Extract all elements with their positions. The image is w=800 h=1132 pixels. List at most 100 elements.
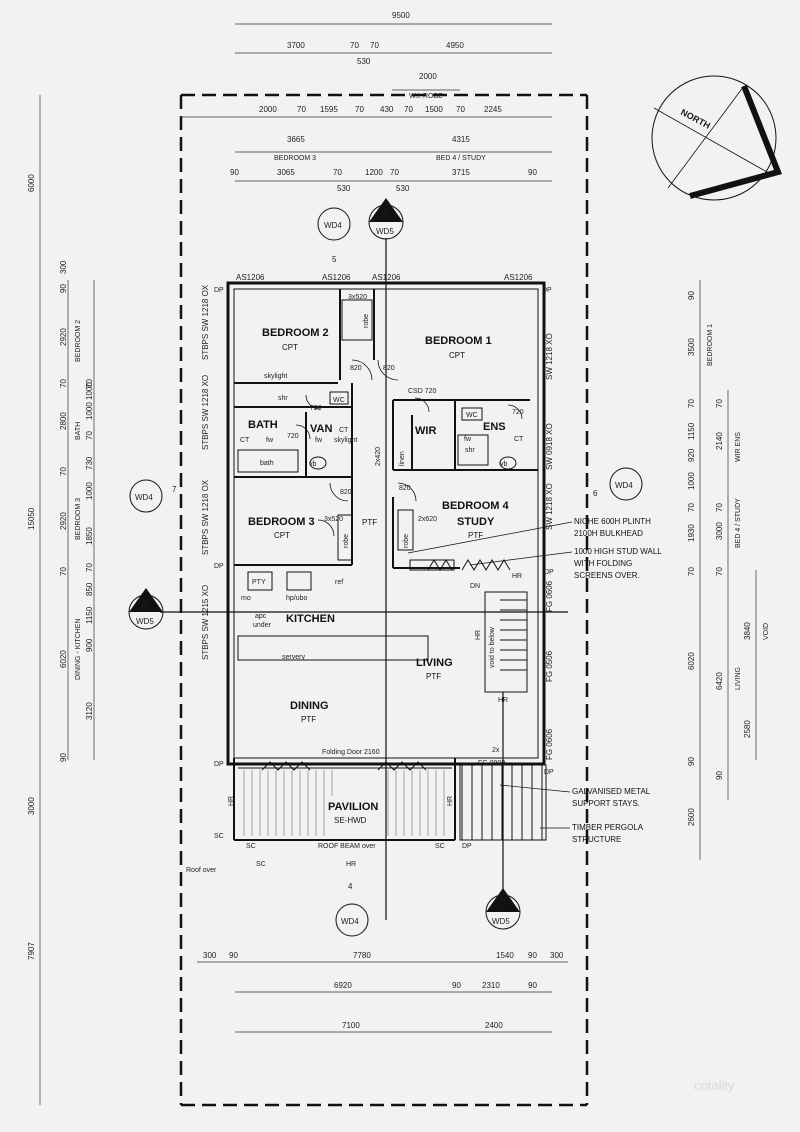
svg-text:FG 0506: FG 0506: [545, 650, 554, 682]
svg-text:70: 70: [350, 41, 359, 50]
svg-text:1000: 1000: [687, 472, 696, 490]
svg-text:DP: DP: [462, 843, 472, 850]
svg-text:ref: ref: [335, 579, 343, 586]
dining-label: DINING: [290, 700, 329, 712]
svg-text:300: 300: [550, 951, 564, 960]
svg-text:1540: 1540: [496, 951, 514, 960]
svg-text:skylight: skylight: [334, 437, 357, 444]
svg-text:HR: HR: [512, 573, 522, 580]
svg-text:SCREENS OVER.: SCREENS OVER.: [574, 571, 640, 580]
svg-text:15050: 15050: [27, 507, 36, 530]
svg-text:SW 0918 XO: SW 0918 XO: [545, 423, 554, 470]
svg-text:BED 4 / STUDY: BED 4 / STUDY: [735, 498, 742, 548]
marker-wd4-right: WD4 6: [593, 467, 643, 501]
window-labels-top: AS1206 AS1206 AS1206 AS1206: [236, 273, 533, 282]
svg-text:300: 300: [203, 951, 217, 960]
wir-label: WIR: [415, 425, 436, 437]
svg-text:6: 6: [593, 489, 598, 498]
notes: NICHE 600H PLINTH 2100H BULKHEAD 1000 HI…: [572, 517, 662, 844]
svg-text:6020: 6020: [59, 650, 68, 668]
svg-text:LIVING: LIVING: [735, 667, 742, 690]
svg-text:BED 4 / STUDY: BED 4 / STUDY: [436, 155, 486, 162]
svg-text:4950: 4950: [446, 41, 464, 50]
interior-walls: [233, 289, 538, 841]
svg-text:9500: 9500: [392, 11, 410, 20]
svg-text:90: 90: [59, 753, 68, 762]
svg-text:70: 70: [687, 567, 696, 576]
svg-text:vb: vb: [500, 461, 508, 468]
svg-text:2245: 2245: [484, 105, 502, 114]
svg-text:2920: 2920: [59, 328, 68, 346]
svg-text:850: 850: [85, 582, 94, 596]
svg-text:A: A: [141, 599, 149, 611]
svg-text:70: 70: [297, 105, 306, 114]
svg-text:2000: 2000: [419, 72, 437, 81]
section-line: [160, 238, 568, 920]
svg-text:fw: fw: [266, 437, 274, 444]
svg-text:2x620: 2x620: [418, 516, 437, 523]
svg-text:vb: vb: [309, 461, 317, 468]
svg-text:530: 530: [337, 184, 351, 193]
svg-text:7907: 7907: [27, 942, 36, 960]
watermark: cotality: [694, 1078, 735, 1093]
svg-text:2100H BULKHEAD: 2100H BULKHEAD: [574, 529, 643, 538]
svg-text:820: 820: [340, 489, 352, 496]
svg-text:VOID: VOID: [763, 623, 770, 640]
svg-text:70: 70: [456, 105, 465, 114]
svg-text:TIMBER PERGOLA: TIMBER PERGOLA: [572, 823, 644, 832]
svg-text:AS1206: AS1206: [504, 273, 533, 282]
svg-text:70: 70: [355, 105, 364, 114]
bedroom4-label: BEDROOM 4: [442, 500, 510, 512]
living-floor: PTF: [426, 672, 441, 681]
marker-wd4-bottom: WD4 4: [335, 882, 369, 937]
svg-text:FG 0606: FG 0606: [545, 728, 554, 760]
svg-text:6020: 6020: [687, 652, 696, 670]
svg-text:DP: DP: [544, 769, 554, 776]
svg-text:SUPPORT STAYS.: SUPPORT STAYS.: [572, 799, 640, 808]
svg-text:820: 820: [383, 365, 395, 372]
svg-text:1850: 1850: [85, 527, 94, 545]
svg-text:70: 70: [59, 467, 68, 476]
van-label: VAN: [310, 423, 332, 435]
svg-text:70: 70: [404, 105, 413, 114]
marker-wd4-top: WD4 5: [317, 207, 351, 264]
bottom-dim-labels: 300 90 7780 1540 90 300 6920 90 2310 90 …: [203, 951, 564, 1030]
svg-text:HR: HR: [346, 861, 356, 868]
bottom-dimensions: [197, 961, 568, 1033]
svg-text:70: 70: [390, 168, 399, 177]
svg-text:1000 HIGH STUD WALL: 1000 HIGH STUD WALL: [574, 547, 662, 556]
svg-text:6420: 6420: [715, 672, 724, 690]
svg-text:bath: bath: [260, 460, 274, 467]
svg-text:hp/ubo: hp/ubo: [286, 595, 308, 602]
svg-text:90: 90: [229, 951, 238, 960]
svg-text:1000: 1000: [85, 382, 94, 400]
svg-text:70: 70: [715, 567, 724, 576]
bedroom1-floor: CPT: [449, 351, 465, 360]
svg-text:2x420: 2x420: [375, 447, 382, 466]
svg-text:apc: apc: [255, 613, 267, 620]
svg-text:3x520: 3x520: [324, 516, 343, 523]
svg-text:2x: 2x: [492, 747, 500, 754]
marker-wd4-left: WD4 7: [129, 479, 177, 513]
svg-text:HR: HR: [228, 796, 235, 806]
svg-text:90: 90: [715, 771, 724, 780]
svg-text:1000: 1000: [85, 482, 94, 500]
svg-text:FG 0606: FG 0606: [545, 580, 554, 612]
svg-text:SC: SC: [435, 843, 445, 850]
left-dimensions: [39, 95, 95, 1105]
svg-text:BATH: BATH: [75, 422, 82, 440]
svg-text:3700: 3700: [287, 41, 305, 50]
svg-text:3x520: 3x520: [348, 294, 367, 301]
hall-floor: PTF: [362, 518, 377, 527]
svg-text:90: 90: [528, 981, 537, 990]
svg-text:2000: 2000: [259, 105, 277, 114]
bedroom2-floor: CPT: [282, 343, 298, 352]
svg-text:720: 720: [512, 409, 524, 416]
svg-text:730: 730: [85, 456, 94, 470]
svg-text:WD5: WD5: [136, 617, 154, 626]
svg-text:DP: DP: [542, 287, 552, 294]
svg-text:1930: 1930: [687, 524, 696, 542]
svg-text:DP: DP: [214, 563, 224, 570]
svg-text:STRUCTURE: STRUCTURE: [572, 835, 621, 844]
svg-text:90: 90: [528, 951, 537, 960]
